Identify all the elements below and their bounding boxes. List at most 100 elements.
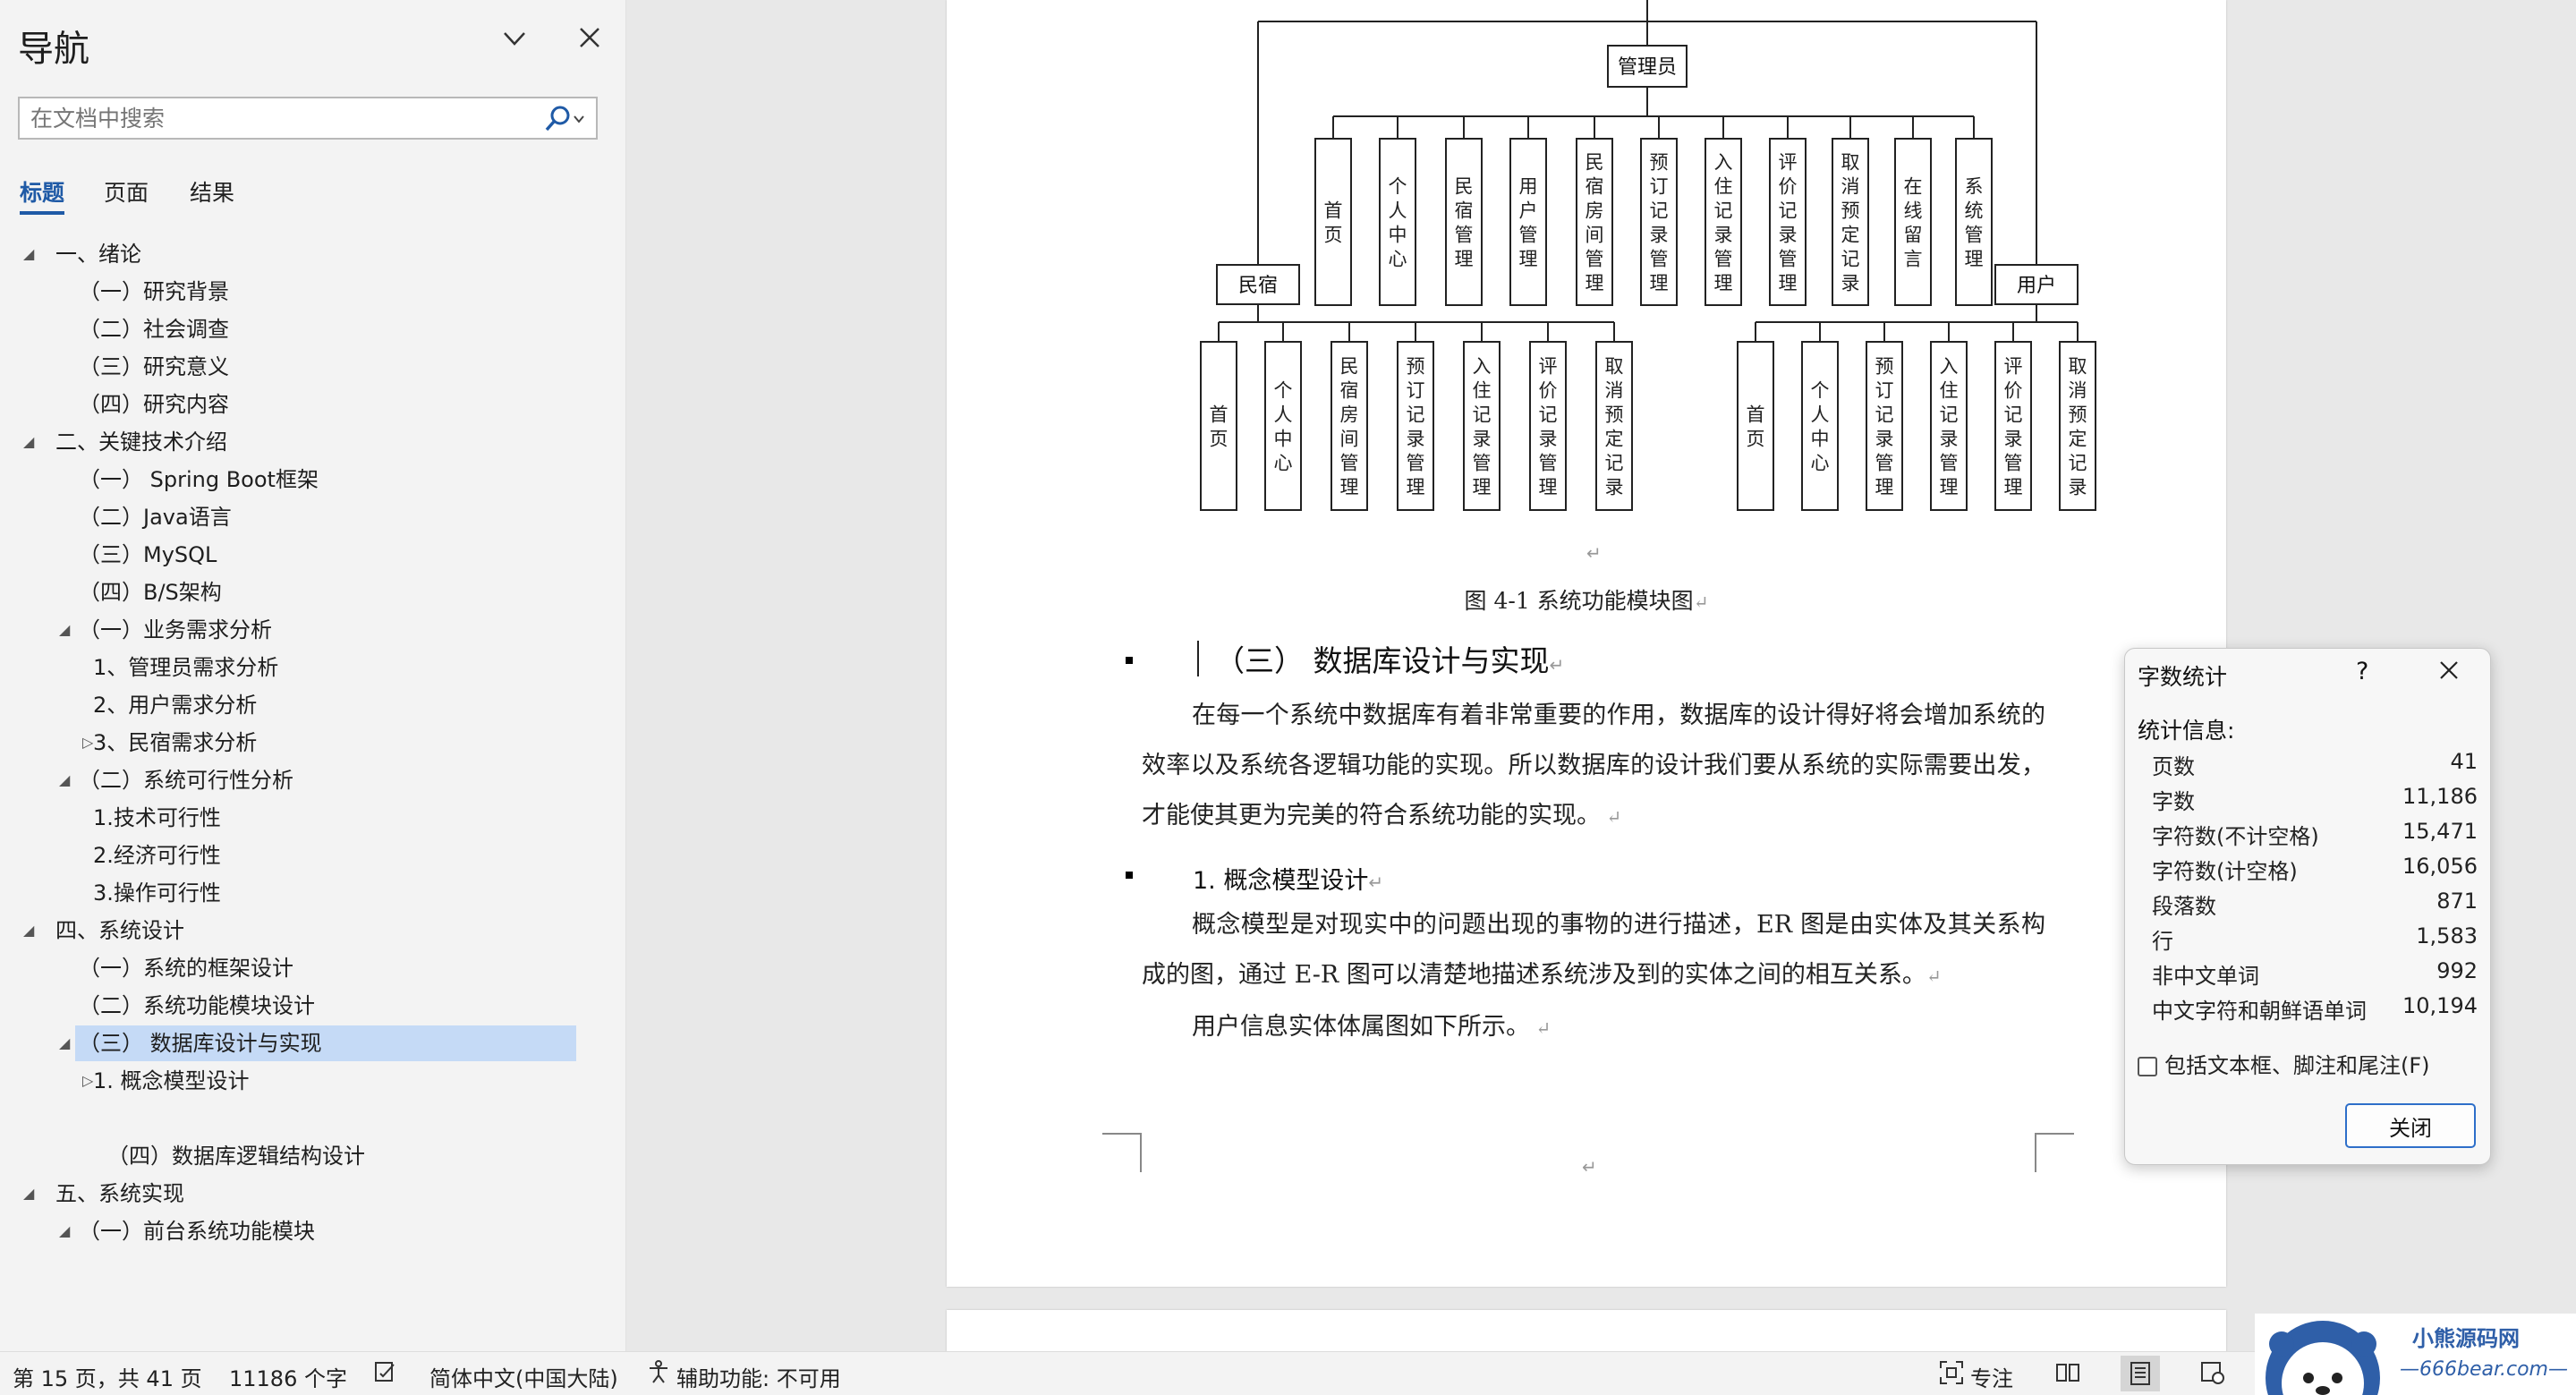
nav-title: 导航 bbox=[18, 29, 89, 70]
watermark-logo: 小熊源码网 —666bear.com— bbox=[2255, 1314, 2576, 1395]
tab-headings[interactable]: 标题 bbox=[20, 175, 65, 215]
print-layout-button[interactable] bbox=[2121, 1356, 2160, 1391]
close-icon[interactable] bbox=[578, 25, 601, 56]
close-icon[interactable] bbox=[2438, 659, 2460, 685]
tree-item-label: 五、系统实现 bbox=[55, 1181, 184, 1206]
module-label: 系统管理 bbox=[1965, 176, 1984, 270]
tab-pages[interactable]: 页面 bbox=[104, 180, 149, 206]
module-label: 评价记录管理 bbox=[1539, 356, 1558, 498]
tree-item[interactable]: ◢（一）业务需求分析 bbox=[59, 612, 626, 648]
corner-mark bbox=[2035, 1133, 2074, 1172]
section-heading[interactable]: （三） 数据库设计与实现↵ bbox=[1215, 643, 1565, 678]
page-indicator[interactable]: 第 15 页，共 41 页 bbox=[13, 1366, 202, 1391]
tree-item[interactable]: 2.经济可行性 bbox=[75, 838, 626, 873]
accessibility-status[interactable]: 辅助功能: 不可用 bbox=[676, 1366, 841, 1391]
tree-item[interactable]: 2、用户需求分析 bbox=[75, 687, 626, 723]
module-label: 民宿房间管理 bbox=[1586, 152, 1604, 294]
close-button[interactable]: 关闭 bbox=[2345, 1103, 2476, 1148]
tree-item[interactable]: （三）MySQL bbox=[75, 537, 626, 573]
tree-item[interactable]: 1、管理员需求分析 bbox=[75, 650, 626, 685]
tree-item[interactable] bbox=[75, 1101, 626, 1136]
tree-item-label: 1.技术可行性 bbox=[93, 805, 221, 830]
navigation-pane: 导航 标题 页面 结果 ◢一、绪论（一）研究背景（二）社会调查（三）研究意义（四… bbox=[0, 0, 626, 1351]
module-label: 首页 bbox=[1210, 404, 1228, 450]
module-label: 个人中心 bbox=[1389, 176, 1407, 270]
stat-value: 16,056 bbox=[2402, 854, 2478, 879]
module-box bbox=[1640, 138, 1678, 306]
tree-item[interactable]: ◢（三） 数据库设计与实现 bbox=[59, 1025, 576, 1061]
tree-item[interactable]: ◢四、系统设计 bbox=[0, 913, 626, 948]
tree-item[interactable]: （四）研究内容 bbox=[75, 387, 626, 422]
read-mode-icon[interactable] bbox=[2054, 1359, 2081, 1391]
stat-value: 15,471 bbox=[2402, 819, 2478, 844]
expand-arrow-icon[interactable]: ◢ bbox=[23, 1185, 35, 1202]
chevron-down-icon[interactable] bbox=[501, 25, 528, 59]
tree-item[interactable]: ◢（一）前台系统功能模块 bbox=[59, 1213, 626, 1249]
module-label: 取消预定记录 bbox=[1605, 356, 1624, 498]
search-icon[interactable] bbox=[542, 104, 587, 138]
corner-mark bbox=[1102, 1133, 1142, 1172]
tree-item[interactable]: （一）系统的框架设计 bbox=[75, 950, 626, 986]
tree-item[interactable]: ◢（二）系统可行性分析 bbox=[59, 762, 626, 798]
tree-item[interactable]: （二）社会调查 bbox=[75, 311, 626, 347]
collapse-arrow-icon[interactable]: ▷ bbox=[82, 1072, 94, 1089]
module-box bbox=[1463, 341, 1501, 511]
tree-item[interactable]: ▷3、民宿需求分析 bbox=[75, 725, 626, 761]
focus-mode-button[interactable]: 专注 bbox=[1970, 1366, 2013, 1391]
expand-arrow-icon[interactable]: ◢ bbox=[59, 771, 71, 788]
tree-item[interactable]: （二）Java语言 bbox=[75, 499, 626, 535]
body-paragraph-2[interactable]: 概念模型是对现实中的问题出现的事物的进行描述，ER 图是由实体及其关系构成的图，… bbox=[1142, 911, 2045, 989]
tree-item[interactable]: （二）系统功能模块设计 bbox=[75, 988, 626, 1024]
tree-item[interactable]: 1.技术可行性 bbox=[75, 800, 626, 836]
module-label: 个人中心 bbox=[1811, 380, 1830, 474]
tree-item[interactable]: （一）研究背景 bbox=[75, 274, 626, 310]
search-input[interactable] bbox=[20, 98, 521, 138]
language-indicator[interactable]: 简体中文(中国大陆) bbox=[429, 1366, 618, 1391]
accessibility-icon[interactable] bbox=[646, 1359, 671, 1390]
module-label: 预订记录管理 bbox=[1650, 152, 1669, 294]
body-paragraph-1[interactable]: 在每一个系统中数据库有着非常重要的作用，数据库的设计得好将会增加系统的效率以及系… bbox=[1142, 702, 2045, 829]
module-box bbox=[1445, 138, 1483, 306]
tree-item[interactable]: ◢二、关键技术介绍 bbox=[0, 424, 626, 460]
expand-arrow-icon[interactable]: ◢ bbox=[59, 1034, 71, 1051]
module-box bbox=[1930, 341, 1968, 511]
expand-arrow-icon[interactable]: ◢ bbox=[23, 433, 35, 450]
tree-item[interactable]: （一） Spring Boot框架 bbox=[75, 462, 626, 498]
expand-arrow-icon[interactable]: ◢ bbox=[23, 922, 35, 939]
proofing-icon[interactable] bbox=[372, 1359, 397, 1390]
tree-item[interactable]: （四）数据库逻辑结构设计 bbox=[75, 1138, 626, 1174]
tree-item-label: （一）研究背景 bbox=[79, 279, 229, 304]
focus-icon[interactable] bbox=[1938, 1359, 1965, 1391]
tree-item[interactable]: （四）B/S架构 bbox=[75, 574, 626, 610]
include-textbox-checkbox[interactable]: 包括文本框、脚注和尾注(F) bbox=[2138, 1048, 2430, 1079]
subsection-heading-text: 1. 概念模型设计 bbox=[1193, 867, 1369, 895]
tree-item[interactable]: 3.操作可行性 bbox=[75, 875, 626, 911]
bullet-mark bbox=[1126, 872, 1133, 879]
module-box bbox=[1769, 138, 1807, 306]
expand-arrow-icon[interactable]: ◢ bbox=[59, 621, 71, 638]
expand-arrow-icon[interactable]: ◢ bbox=[23, 245, 35, 262]
body-paragraph-3[interactable]: 用户信息实体体属图如下所示。 ↵ bbox=[1192, 1013, 1552, 1041]
module-box bbox=[1200, 341, 1237, 511]
text-cursor bbox=[1197, 641, 1199, 676]
checkbox-box[interactable] bbox=[2138, 1057, 2157, 1076]
collapse-arrow-icon[interactable]: ▷ bbox=[82, 734, 94, 751]
help-button[interactable]: ? bbox=[2356, 658, 2369, 685]
web-layout-icon[interactable] bbox=[2199, 1359, 2226, 1391]
stat-label: 非中文单词 bbox=[2152, 964, 2259, 989]
expand-arrow-icon[interactable]: ◢ bbox=[59, 1222, 71, 1239]
tree-item[interactable]: ◢一、绪论 bbox=[0, 236, 626, 272]
tab-results[interactable]: 结果 bbox=[190, 180, 235, 206]
module-box bbox=[1894, 138, 1932, 306]
module-box bbox=[1331, 341, 1368, 511]
subsection-heading[interactable]: 1. 概念模型设计↵ bbox=[1193, 867, 1384, 895]
tree-item[interactable]: （三）研究意义 bbox=[75, 349, 626, 385]
word-count-indicator[interactable]: 11186 个字 bbox=[229, 1366, 347, 1391]
document-page[interactable]: 管理员首页个人中心民宿管理用户管理民宿房间管理预订记录管理入住记录管理评价记录管… bbox=[947, 0, 2226, 1287]
tree-item[interactable]: ▷1. 概念模型设计 bbox=[75, 1063, 626, 1099]
tree-item[interactable]: ◢ 五、系统实现 bbox=[0, 1176, 626, 1212]
module-box bbox=[1866, 341, 1903, 511]
tree-item-label: （三）MySQL bbox=[79, 542, 217, 567]
